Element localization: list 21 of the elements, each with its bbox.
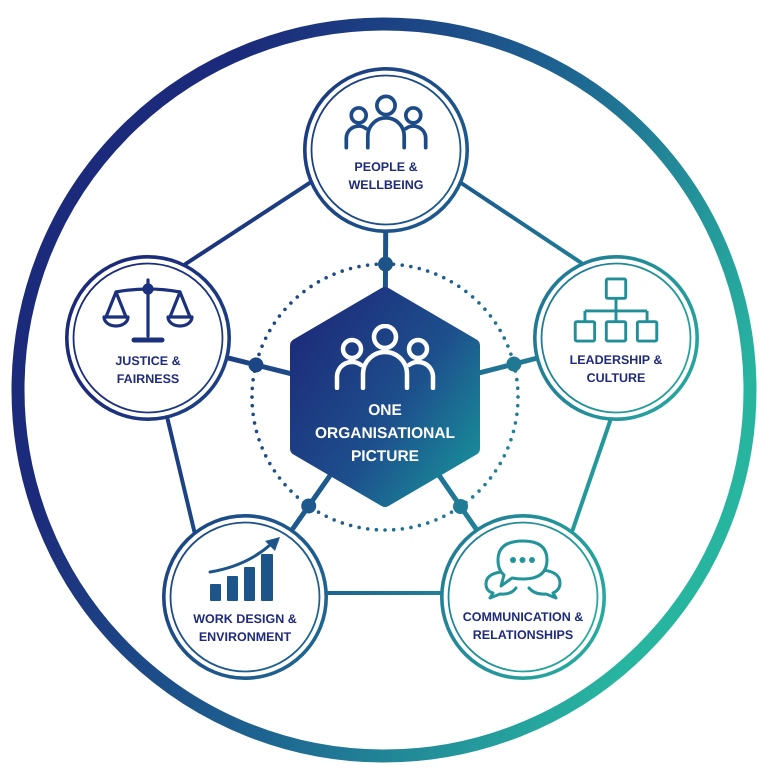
topic-circle bbox=[162, 514, 328, 680]
spoke-connector bbox=[378, 230, 394, 290]
hub-hexagon bbox=[290, 287, 480, 507]
node-label: COMMUNICATION & RELATIONSHIPS bbox=[462, 609, 584, 644]
topic-circle bbox=[65, 255, 231, 421]
connector-line bbox=[570, 418, 612, 532]
spoke-connector bbox=[290, 472, 333, 532]
connector-line bbox=[460, 182, 583, 265]
node-label: JUSTICE & FAIRNESS bbox=[114, 353, 182, 388]
node-label: WORK DESIGN & ENVIRONMENT bbox=[192, 611, 298, 646]
connector-line bbox=[326, 591, 442, 595]
node-label: ONE ORGANISATIONAL PICTURE bbox=[314, 401, 456, 467]
connector-line bbox=[184, 180, 312, 266]
spoke-connector bbox=[226, 356, 292, 376]
node-label: PEOPLE & WELLBEING bbox=[348, 159, 424, 194]
spoke-connector bbox=[436, 473, 478, 532]
topic-circle bbox=[440, 514, 606, 680]
connector-line bbox=[166, 416, 196, 534]
topic-circle bbox=[303, 67, 469, 233]
node-label: LEADERSHIP & CULTURE bbox=[568, 352, 664, 387]
topic-circle bbox=[533, 255, 699, 421]
